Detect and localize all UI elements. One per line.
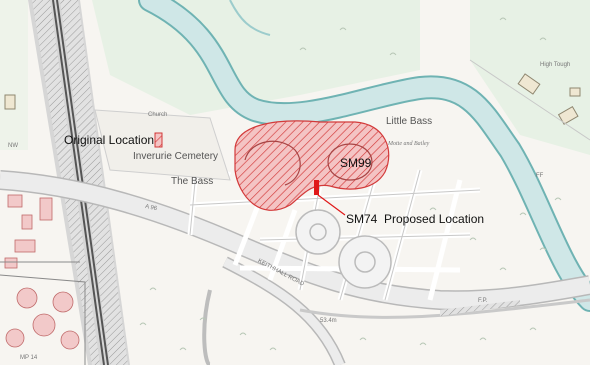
original-location-marker xyxy=(154,132,163,148)
little-bass-label: Little Bass xyxy=(386,116,433,127)
ff-label: FF xyxy=(536,173,544,179)
motte-and-bailey-label: Motte and Bailey xyxy=(388,141,430,147)
green-strip-west xyxy=(0,0,28,150)
railway-hatch-right xyxy=(60,0,128,365)
original-location-label: Original Location xyxy=(64,133,155,147)
sm99-label: SM99 xyxy=(340,156,372,170)
little-bass-mound-contour xyxy=(327,143,373,181)
burn xyxy=(229,0,271,36)
the-bass-mound-contour xyxy=(244,140,301,186)
circle-feature-west-inner xyxy=(309,223,327,241)
inverurie-cemetery-label: Inverurie Cemetery xyxy=(133,151,219,162)
sw-property-lines xyxy=(0,261,86,365)
church-label: Church xyxy=(148,112,168,118)
field-boundary-ne xyxy=(469,59,590,141)
embankment-south xyxy=(440,300,520,316)
scheduled-monument-sm99-area xyxy=(234,120,390,211)
circle-feature-east-inner xyxy=(354,251,376,273)
vegetation-symbols xyxy=(139,17,562,351)
sm74-label: SM74 xyxy=(346,212,378,226)
building-west xyxy=(4,94,16,110)
elevation-label: 53.4m xyxy=(320,318,337,324)
buildings-northeast xyxy=(517,73,581,125)
buildings-west xyxy=(4,194,53,269)
circle-feature-west xyxy=(295,209,341,255)
mp-label: MP 14 xyxy=(20,355,38,361)
proposed-location-label: Proposed Location xyxy=(384,212,485,226)
proposed-location-leader xyxy=(317,194,346,216)
road-a96 xyxy=(0,171,590,309)
south-track xyxy=(299,298,590,319)
tanks-southwest xyxy=(5,287,80,350)
river xyxy=(140,0,590,310)
the-bass-label: The Bass xyxy=(171,176,214,187)
keithhall-road xyxy=(222,257,345,365)
circle-feature-east xyxy=(338,235,392,289)
proposed-location-marker xyxy=(314,180,319,195)
nw-label: NW xyxy=(8,143,18,149)
footpath-label: F.P. xyxy=(478,298,488,304)
high-tough-label: High Tough xyxy=(540,62,571,68)
south-road xyxy=(202,289,212,365)
